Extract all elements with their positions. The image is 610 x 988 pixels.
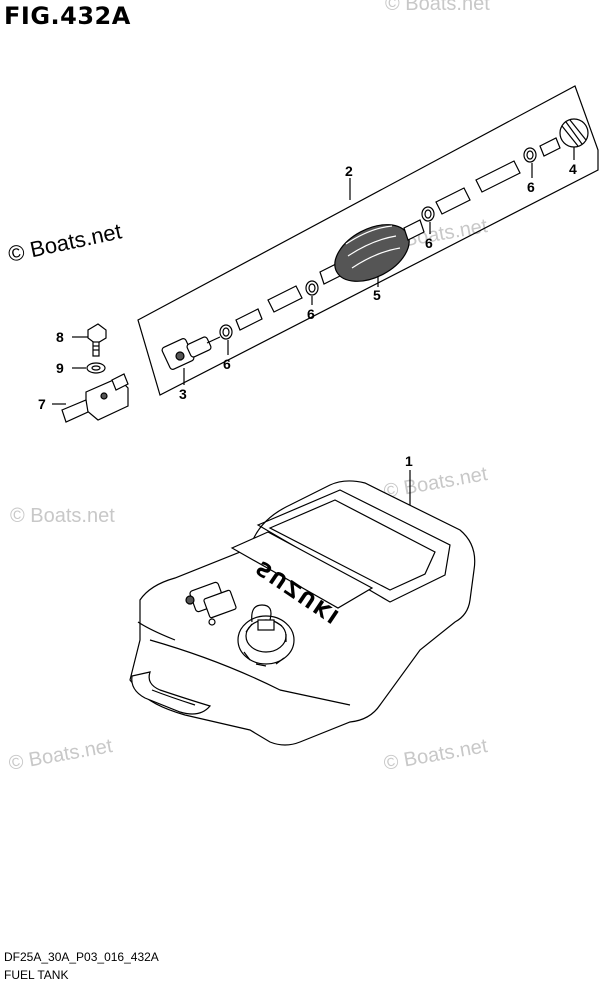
hose-segment-3 <box>435 187 471 215</box>
hose-segment-4 <box>475 160 521 193</box>
hose-segment-1 <box>235 308 263 331</box>
bracket-fitting <box>61 373 129 423</box>
washer <box>86 362 106 374</box>
fuel-tank: SUZUKI <box>129 480 476 746</box>
hose-kit-outline <box>137 85 599 396</box>
diagram-code: DF25A_30A_P03_016_432A <box>4 950 159 964</box>
callout-6d: 6 <box>527 179 535 195</box>
connector-engine-side <box>161 336 221 370</box>
primer-bulb <box>319 219 425 285</box>
callout-5: 5 <box>373 287 381 303</box>
watermark-mid-right: © Boats.net <box>382 463 489 503</box>
callout-2: 2 <box>345 163 353 179</box>
clip-near-tank-connector <box>523 147 537 163</box>
clip-near-bulb <box>305 280 319 296</box>
watermark-lower-right: © Boats.net <box>382 735 489 775</box>
callout-7: 7 <box>38 396 46 412</box>
hose-segment-2 <box>267 285 303 313</box>
callout-3: 3 <box>179 386 187 402</box>
callout-4: 4 <box>569 161 577 177</box>
watermark-mid-left: © Boats.net <box>10 505 115 527</box>
callout-8: 8 <box>56 329 64 345</box>
callout-6b: 6 <box>307 306 315 322</box>
watermark-top-right: © Boats.net <box>385 0 490 15</box>
bolt <box>87 323 107 357</box>
clip-after-bulb <box>421 206 435 222</box>
callout-1: 1 <box>405 453 413 469</box>
connector-tank-side <box>539 118 589 157</box>
watermark-main: © Boats.net <box>6 218 124 266</box>
figure-title: FIG.432A <box>4 2 131 30</box>
diagram-caption: FUEL TANK <box>4 968 69 982</box>
clip-near-connector <box>219 324 233 340</box>
watermark-lower-left: © Boats.net <box>7 735 114 775</box>
callout-6c: 6 <box>425 235 433 251</box>
callout-9: 9 <box>56 360 64 376</box>
callout-6a: 6 <box>223 356 231 372</box>
